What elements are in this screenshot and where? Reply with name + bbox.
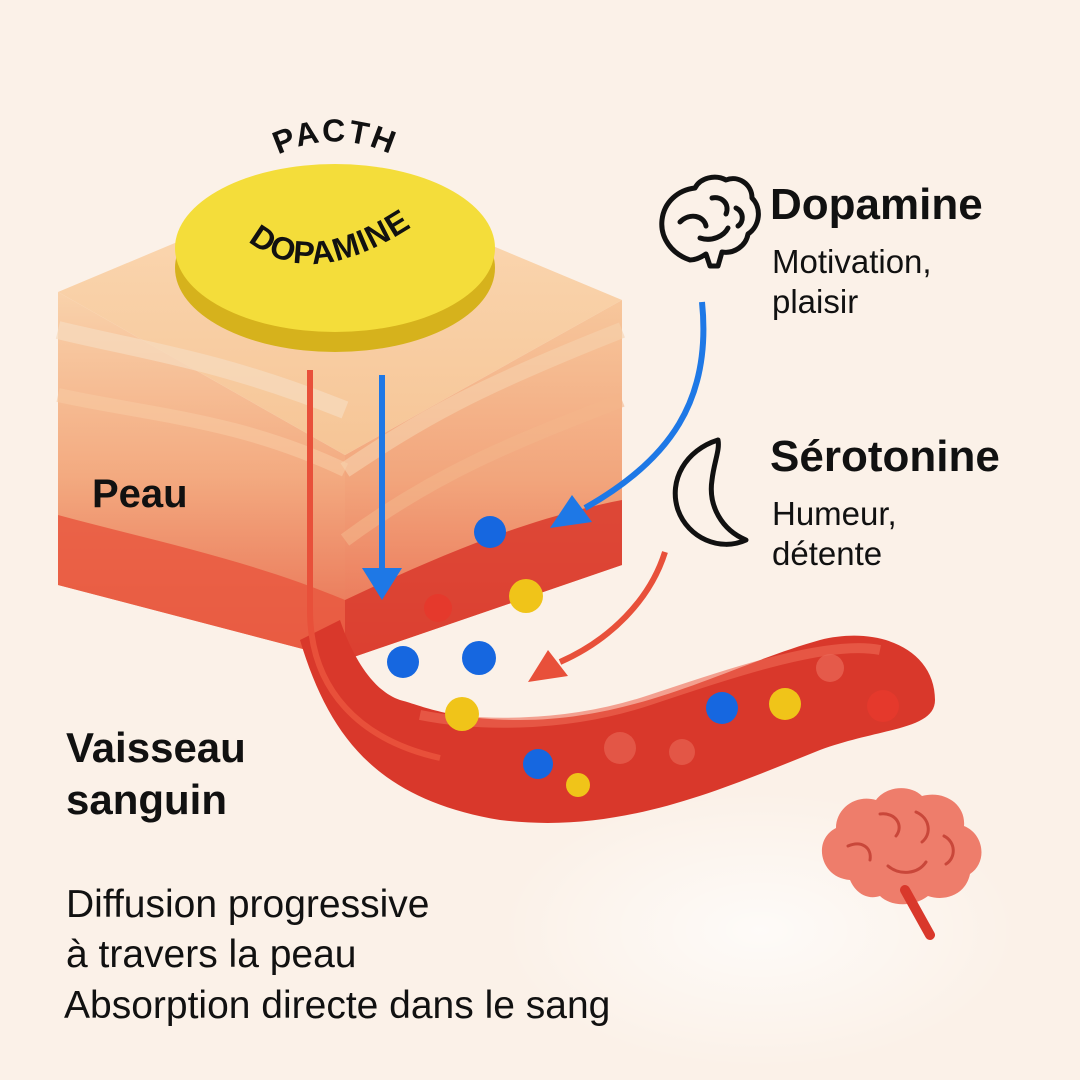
skin-layer-line	[55, 321, 349, 419]
dopamine-arrow	[583, 301, 707, 511]
caption-diffusion: Diffusion progressive à travers la peau	[66, 880, 626, 980]
serotonin-title: Sérotonine	[770, 432, 1000, 481]
serotonin-desc-line1: Humeur,	[772, 495, 897, 532]
skin-label: Peau	[92, 472, 188, 516]
skin-dermis	[58, 515, 345, 660]
moon-icon	[672, 437, 749, 547]
brain-outline-icon	[659, 174, 761, 269]
skin-dermis-side	[345, 500, 622, 660]
vessel-label-line2: sanguin	[66, 776, 228, 823]
vessel-cell	[604, 732, 636, 764]
molecule-yellow	[509, 579, 543, 613]
caption-line1: Diffusion progressive	[66, 883, 430, 926]
dopamine-desc-line2: plaisir	[772, 283, 859, 320]
vessel-cell	[669, 739, 695, 765]
blood-vessel	[300, 620, 935, 823]
flow-arrows	[307, 301, 707, 761]
patch-face	[175, 164, 495, 332]
serotonin-arrow	[558, 551, 668, 665]
blue-arrow-head	[362, 568, 402, 600]
dopamine-description: Motivation, plaisir	[772, 242, 1052, 322]
molecule-blue	[523, 749, 553, 779]
skin-layer-line	[56, 388, 349, 477]
molecule-yellow	[445, 697, 479, 731]
red-diffusion-line	[307, 370, 441, 761]
skin-layer-line	[340, 322, 625, 477]
serotonin-description: Humeur, détente	[772, 494, 1052, 574]
brain-icon	[821, 788, 982, 940]
vessel-cell	[816, 654, 844, 682]
molecule-yellow	[769, 688, 801, 720]
dopamine-patch: PACTH DOPAMINE	[175, 112, 495, 352]
molecule-yellow	[566, 773, 590, 797]
dopamine-title: Dopamine	[770, 180, 983, 229]
vessel-highlight	[419, 643, 881, 728]
serotonin-desc-line2: détente	[772, 535, 883, 572]
molecules	[387, 516, 899, 797]
vessel-label-line1: Vaisseau	[66, 724, 246, 771]
serotonin-arrow-head	[528, 650, 568, 682]
caption-absorption: Absorption directe dans le sang	[64, 984, 611, 1027]
caption-line2: à travers la peau	[66, 933, 357, 976]
patch-text-top: PACTH	[267, 112, 402, 161]
molecule-blue	[462, 641, 496, 675]
molecule-blue	[474, 516, 506, 548]
vessel-label: Vaisseau sanguin	[66, 722, 326, 826]
dopamine-desc-line1: Motivation,	[772, 243, 932, 280]
molecule-red	[867, 690, 899, 722]
molecule-blue	[387, 646, 419, 678]
dopamine-arrow-head	[550, 495, 592, 528]
molecule-blue	[706, 692, 738, 724]
vessel-body	[300, 620, 935, 823]
molecule-red	[424, 594, 452, 622]
